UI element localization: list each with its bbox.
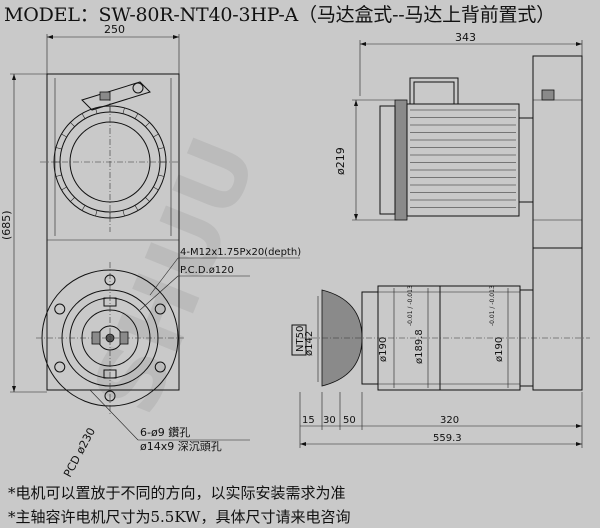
bolt-hole	[54, 303, 66, 315]
dim-len30: 30	[323, 415, 336, 426]
dim-d142: ø142	[304, 331, 315, 356]
bolt-hole	[154, 361, 166, 373]
label-thread: 4-M12x1.75Px20(depth)	[180, 247, 301, 258]
tol-a: -0.01 / -0.013	[407, 285, 414, 326]
note-motor-orientation: *电机可以置放于不同的方向，以实际安装需求为准	[8, 484, 346, 502]
dim-side-length: 343	[455, 31, 476, 44]
dim-d189: ø189.8	[414, 329, 425, 364]
bolt-hole	[154, 303, 166, 315]
side-view: 343 ø219	[291, 31, 590, 448]
model-title: MODEL：SW-80R-NT40-3HP-A（马达盒式--马达上背前置式）	[4, 4, 555, 26]
bolt-hole	[104, 274, 116, 286]
label-counterbore: ø14x9 深沉頭孔	[140, 440, 222, 453]
dim-len559: 559.3	[433, 433, 462, 444]
dim-len15: 15	[302, 415, 315, 426]
dim-len50: 50	[343, 415, 356, 426]
dim-front-width: 250	[104, 23, 125, 36]
flange-bolt-holes	[54, 274, 166, 402]
bolt-hole	[54, 361, 66, 373]
note-motor-size: *主轴容许电机尺寸为5.5KW，具体尺寸请来电咨询	[8, 508, 351, 526]
tol-b: -0.01 / -0.013	[489, 285, 496, 326]
dim-len320: 320	[440, 415, 459, 426]
motor-side-fins	[410, 109, 516, 208]
dim-taper: NT50	[295, 326, 306, 352]
label-pcd-large: PCD ø230	[61, 426, 98, 480]
dim-d190b: ø190	[494, 337, 505, 362]
label-pcd-small: P.C.D.ø120	[180, 265, 234, 276]
dim-front-height: (685)	[0, 210, 13, 240]
dim-motor-dia: ø219	[334, 147, 347, 175]
bolt-hole	[104, 390, 116, 402]
dim-d190a: ø190	[378, 337, 389, 362]
label-holes: 6-ø9 鑽孔	[140, 425, 190, 439]
